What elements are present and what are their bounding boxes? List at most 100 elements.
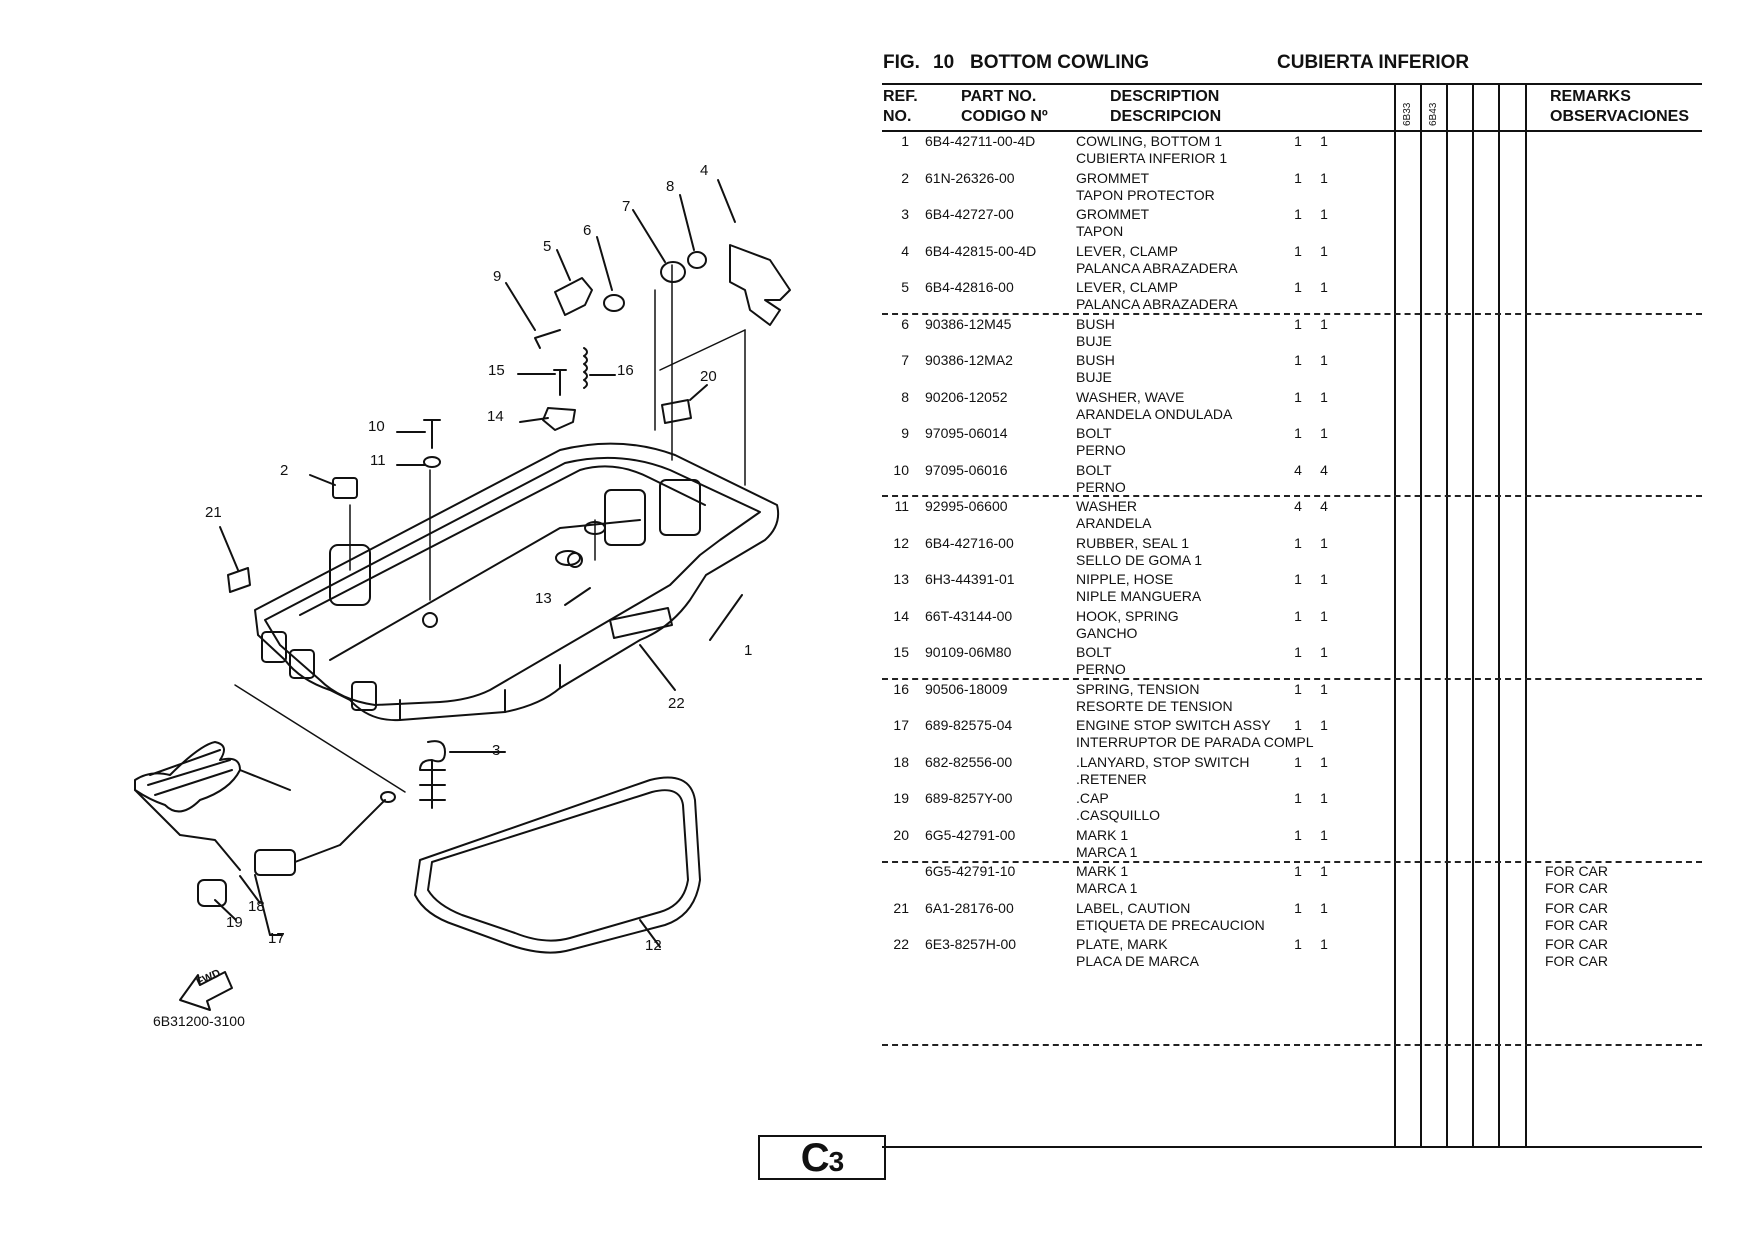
qty-model-1: 1	[1294, 753, 1302, 770]
qty-model-1: 1	[1294, 169, 1302, 186]
qty-model-2: 1	[1320, 169, 1328, 186]
callout-9: 9	[493, 268, 502, 285]
qty-model-2: 1	[1320, 206, 1328, 222]
desc-en: HOOK, SPRING	[1076, 607, 1179, 624]
part-no: 6B4-42716-00	[925, 534, 1014, 551]
col-ref-line1: REF.	[883, 88, 918, 105]
desc-es: PERNO	[1076, 661, 1126, 677]
part-no: 97095-06014	[925, 425, 1008, 441]
diagram-callouts: 1 2 3 4 5 6 7 8 9 10 11 12 13 14 15 16 1…	[0, 0, 880, 1060]
ref-no: 7	[901, 352, 909, 368]
ref-no: 19	[893, 790, 909, 806]
col-line-q4	[1472, 83, 1474, 1148]
desc-es: .RETENER	[1076, 770, 1147, 787]
qty-model-2: 1	[1320, 717, 1328, 733]
part-no: 6G5-42791-00	[925, 826, 1016, 843]
col-partno-line1: PART NO.	[961, 88, 1037, 105]
col-remarks-line2: OBSERVACIONES	[1550, 108, 1689, 125]
ref-no: 6	[901, 315, 909, 332]
qty-model-1: 4	[1294, 461, 1302, 478]
desc-en: BOLT	[1076, 425, 1112, 441]
desc-es: PERNO	[1076, 478, 1126, 495]
callout-1: 1	[744, 642, 753, 659]
part-no: 6G5-42791-10	[925, 863, 1016, 879]
desc-en: .CAP	[1076, 790, 1109, 806]
callout-2: 2	[280, 462, 289, 479]
desc-es: TAPON	[1076, 223, 1124, 239]
col-model-1: 6B33	[1402, 102, 1413, 126]
callout-5: 5	[543, 238, 552, 255]
callout-14: 14	[487, 408, 504, 425]
fwd-arrow-shape	[179, 971, 233, 1011]
callout-21: 21	[205, 504, 222, 521]
ref-no: 14	[893, 607, 909, 624]
qty-model-1: 1	[1294, 534, 1302, 551]
qty-model-1: 1	[1294, 644, 1302, 660]
desc-en: BOLT	[1076, 644, 1112, 660]
desc-es: ARANDELA	[1076, 515, 1152, 531]
part-no: 682-82556-00	[925, 753, 1013, 770]
qty-model-2: 1	[1320, 571, 1328, 587]
qty-model-2: 1	[1320, 534, 1328, 551]
ref-no: 12	[893, 534, 909, 551]
part-no: 97095-06016	[925, 461, 1008, 478]
qty-model-2: 1	[1320, 279, 1328, 295]
desc-es: CUBIERTA INFERIOR 1	[1076, 150, 1228, 166]
page-letter: C	[800, 1136, 830, 1180]
group-separator	[882, 313, 1702, 315]
fig-number: 10	[933, 52, 955, 73]
page-index-box: C3	[758, 1135, 886, 1180]
desc-es: PALANCA ABRAZADERA	[1076, 259, 1238, 276]
part-no: 90109-06M80	[925, 644, 1012, 660]
qty-model-2: 1	[1320, 425, 1328, 441]
qty-model-1: 1	[1294, 388, 1302, 405]
desc-es: NIPLE MANGUERA	[1076, 588, 1202, 604]
qty-model-1: 1	[1294, 936, 1302, 952]
part-no: 6H3-44391-01	[925, 571, 1015, 587]
callout-13: 13	[535, 590, 552, 607]
col-remarks-line1: REMARKS	[1550, 88, 1631, 105]
group-separator	[882, 678, 1702, 680]
col-line-q2	[1420, 83, 1422, 1148]
part-no: 61N-26326-00	[925, 169, 1015, 186]
part-no: 6B4-42815-00-4D	[925, 242, 1037, 259]
desc-en: MARK 1	[1076, 863, 1129, 879]
remark-1: FOR CAR	[1545, 899, 1608, 916]
callout-8: 8	[666, 178, 675, 195]
desc-en: .LANYARD, STOP SWITCH	[1076, 753, 1250, 770]
ref-no: 2	[901, 169, 909, 186]
qty-model-2: 4	[1320, 461, 1328, 478]
qty-model-1: 1	[1294, 571, 1302, 587]
desc-en: WASHER	[1076, 498, 1137, 514]
col-line-q3	[1446, 83, 1448, 1148]
lever-clamp-5-shape	[554, 277, 593, 316]
qty-model-1: 1	[1294, 279, 1302, 295]
callout-17: 17	[268, 930, 285, 947]
fwd-label: FWD	[194, 967, 223, 989]
callout-19: 19	[226, 914, 243, 931]
desc-es: PERNO	[1076, 442, 1126, 458]
ref-no: 8	[901, 388, 909, 405]
qty-model-2: 1	[1320, 242, 1328, 259]
remark-1: FOR CAR	[1545, 936, 1608, 952]
col-line-q5	[1498, 83, 1500, 1148]
desc-en: LABEL, CAUTION	[1076, 899, 1191, 916]
remark-2: FOR CAR	[1545, 953, 1608, 969]
exploded-parts-diagram	[134, 179, 791, 1011]
rubber-seal-12-shape	[414, 776, 701, 954]
col-line-remarks	[1525, 83, 1527, 1148]
qty-model-2: 1	[1320, 936, 1328, 952]
table-top-rule	[882, 83, 1702, 85]
ref-no: 1	[901, 133, 909, 149]
